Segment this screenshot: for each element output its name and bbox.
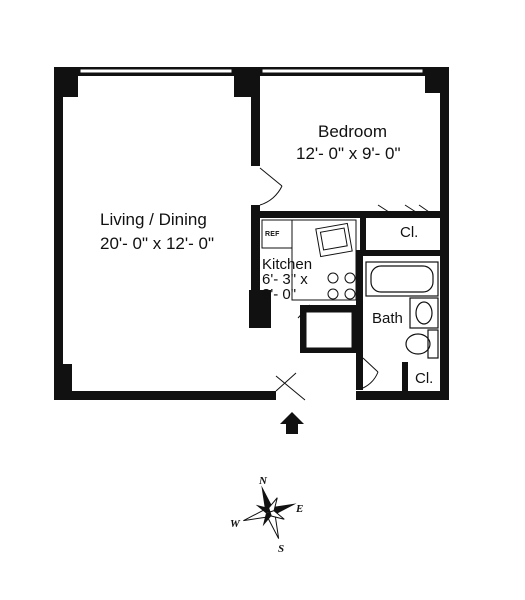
outer-walls bbox=[54, 67, 449, 400]
doors bbox=[259, 167, 433, 401]
room-label-bath: Bath bbox=[372, 310, 403, 327]
compass-east-label: E bbox=[296, 503, 304, 515]
room-label-closet-bath: Cl. bbox=[415, 370, 434, 387]
windows bbox=[79, 68, 424, 74]
room-dims-kitchen-line1: 6'- 3" x bbox=[262, 271, 308, 288]
room-dims-bedroom: 12'- 0" x 9'- 0" bbox=[296, 144, 401, 163]
room-label-living: Living / Dining bbox=[100, 210, 207, 229]
room-label-closet-bedroom: Cl. bbox=[400, 224, 419, 241]
room-label-bedroom: Bedroom bbox=[318, 122, 387, 141]
compass-south-label: S bbox=[278, 543, 285, 555]
compass-rose-icon bbox=[243, 485, 297, 539]
room-label-kitchen: Kitchen bbox=[262, 256, 313, 273]
room-dims-kitchen-line2: 8'- 0" bbox=[262, 286, 297, 303]
bath-fixtures bbox=[365, 261, 439, 359]
entrance-arrow-icon bbox=[280, 412, 304, 434]
refrigerator-label: REF bbox=[265, 231, 280, 238]
room-dims-living: 20'- 0" x 12'- 0" bbox=[100, 234, 215, 253]
compass-west-label: W bbox=[230, 518, 240, 530]
compass-north-label: N bbox=[259, 475, 267, 487]
kitchen-fixtures bbox=[261, 219, 357, 349]
